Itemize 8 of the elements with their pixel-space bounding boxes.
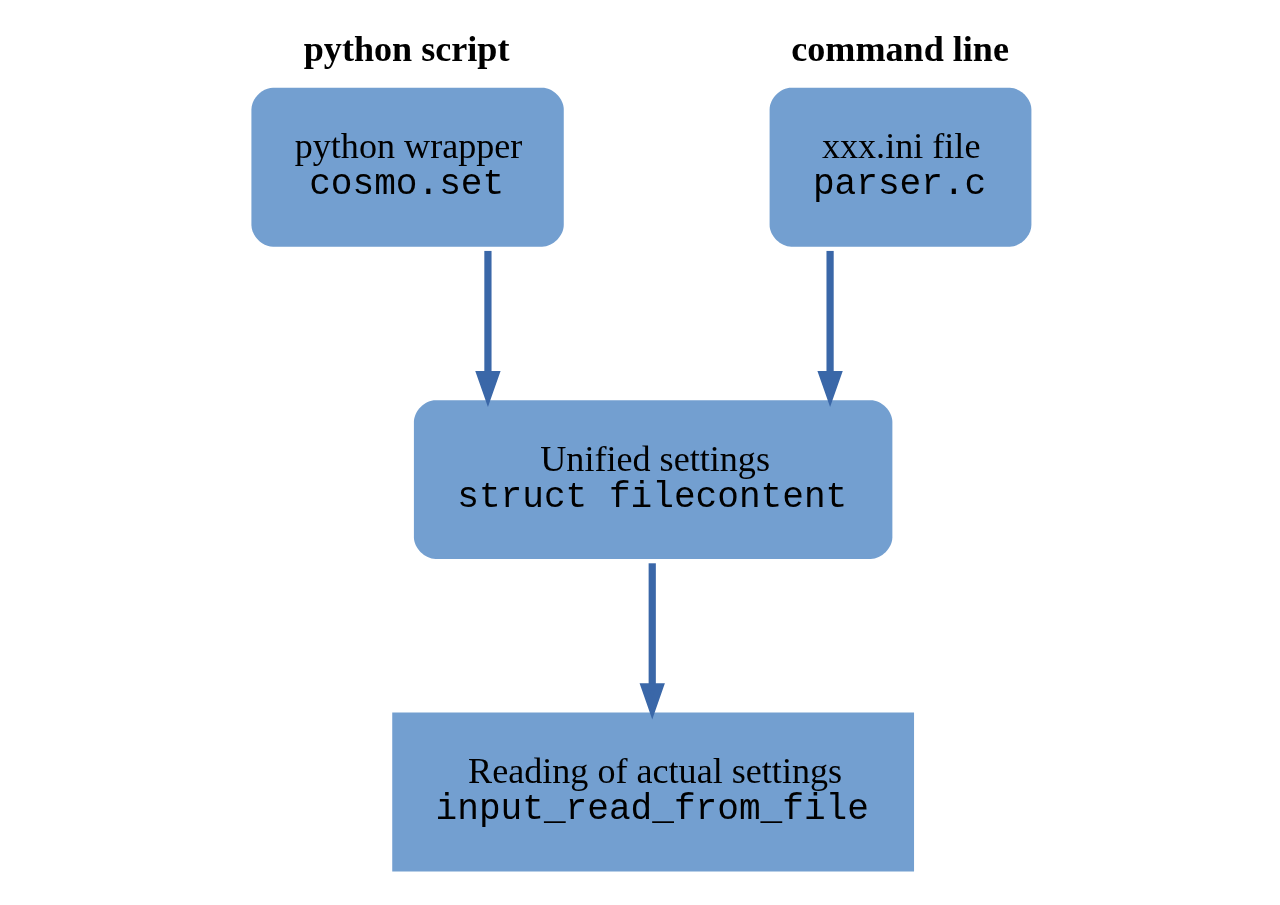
arrow <box>474 250 501 408</box>
arrow <box>816 250 843 408</box>
node-label: python script <box>303 28 509 69</box>
node-label: command line <box>790 28 1009 69</box>
node-box: Reading of actual settings input_read_from_file <box>391 712 914 872</box>
node-box: xxx.ini file parser.c <box>769 87 1031 247</box>
node-box: Unified settings struct filecontent <box>413 400 892 560</box>
node-box: python wrapper cosmo.set <box>250 87 564 247</box>
